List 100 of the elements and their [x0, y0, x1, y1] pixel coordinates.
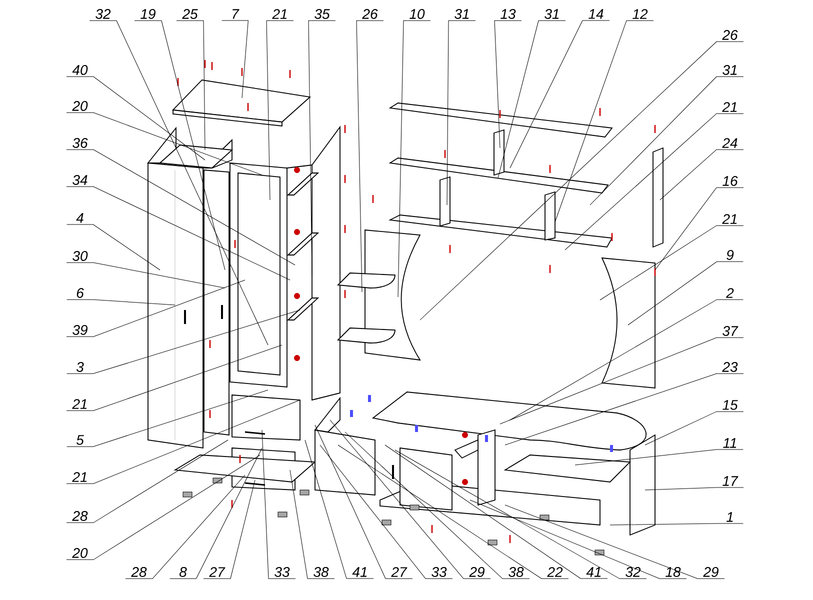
leader-line	[338, 444, 569, 579]
leader-line	[654, 187, 744, 270]
leader-line	[66, 440, 228, 523]
leader-line	[564, 113, 744, 250]
callout-number: 20	[72, 101, 88, 111]
leader-line	[320, 444, 453, 579]
leader-line	[89, 20, 268, 346]
callout-number: 5	[76, 435, 84, 445]
callout-number: 26	[722, 30, 738, 40]
leader-line	[554, 20, 654, 222]
leader-line	[394, 450, 647, 579]
callout-number: 39	[72, 325, 88, 335]
callout-number: 8	[179, 567, 187, 577]
leader-line	[304, 440, 374, 579]
leader-line	[500, 337, 744, 424]
leader-line	[170, 448, 262, 579]
callout-number: 21	[72, 399, 87, 409]
leader-line	[600, 225, 744, 300]
leader-line	[66, 149, 296, 266]
callout-number: 21	[722, 214, 737, 224]
callout-number: 15	[722, 400, 738, 410]
callout-number: 13	[500, 9, 516, 19]
leader-line	[498, 20, 566, 178]
callout-number: 9	[726, 250, 734, 260]
leader-line	[504, 504, 725, 579]
callout-number: 37	[722, 326, 738, 336]
callout-number: 12	[632, 9, 648, 19]
leader-line	[660, 149, 744, 200]
leader-line	[266, 20, 294, 200]
leader-line	[314, 424, 413, 579]
leader-line	[574, 449, 744, 466]
callout-number: 33	[432, 567, 447, 577]
leader-line	[308, 20, 336, 276]
leader-line	[66, 390, 268, 447]
leader-line	[66, 76, 206, 160]
leader-line	[344, 432, 530, 579]
leader-line	[176, 20, 206, 150]
callout-number: 21	[272, 9, 287, 19]
leader-line	[222, 20, 248, 98]
callout-number: 3	[76, 362, 84, 372]
callout-number: 24	[722, 138, 738, 148]
leader-line	[504, 373, 744, 446]
callout-number: 26	[362, 9, 378, 19]
callout-number: 32	[96, 9, 111, 19]
callout-number: 41	[352, 567, 367, 577]
leader-line	[290, 470, 335, 579]
leader-line	[510, 20, 610, 168]
callout-number: 29	[469, 567, 484, 577]
callout-number: 34	[72, 175, 88, 185]
leader-line	[446, 20, 476, 206]
callout-number: 36	[72, 138, 88, 148]
leader-line	[398, 20, 431, 298]
callout-number: 17	[722, 476, 738, 486]
leader-line	[66, 224, 160, 270]
leader-line	[330, 420, 491, 579]
leader-line	[420, 41, 744, 320]
callout-number: 27	[209, 567, 226, 577]
leader-line	[644, 411, 744, 446]
callout-number: 21	[72, 472, 87, 482]
callout-number: 40	[72, 65, 88, 75]
callout-number: 31	[544, 9, 559, 19]
callout-number: 23	[722, 362, 738, 372]
callout-number: 31	[454, 9, 469, 19]
callout-number: 4	[76, 213, 84, 223]
leader-line	[262, 430, 296, 579]
leader-line	[610, 523, 744, 526]
leader-line	[356, 20, 384, 292]
callout-number: 6	[76, 288, 84, 298]
callout-number: 30	[72, 251, 88, 261]
callout-number: 19	[140, 9, 156, 19]
callout-number: 2	[726, 288, 734, 298]
callout-number: 29	[703, 567, 718, 577]
callout-number: 38	[314, 567, 329, 577]
leader-line	[494, 20, 522, 148]
leader-line	[66, 454, 260, 560]
leader-line	[470, 500, 687, 579]
leader-line	[66, 299, 176, 306]
callout-number: 22	[547, 567, 563, 577]
leader-line	[66, 400, 300, 484]
leader-line	[66, 280, 246, 337]
leader-line	[66, 310, 300, 374]
callout-number: 25	[182, 9, 198, 19]
leader-line	[628, 261, 744, 326]
callout-number: 28	[72, 511, 88, 521]
leader-line	[384, 444, 608, 579]
callout-number: 38	[508, 567, 524, 577]
callout-number: 18	[666, 567, 681, 577]
callout-number: 11	[723, 438, 736, 448]
callout-number: 32	[626, 567, 641, 577]
callout-number: 21	[722, 102, 737, 112]
leader-line	[134, 20, 226, 270]
callout-number: 1	[726, 512, 733, 522]
leader-line	[66, 344, 282, 411]
callout-number: 27	[391, 567, 408, 577]
callout-number: 33	[274, 567, 290, 577]
leader-line	[66, 186, 290, 280]
callout-number: 31	[722, 65, 737, 75]
callout-number: 7	[232, 9, 240, 19]
leader-line	[125, 474, 246, 579]
leader-line	[644, 487, 744, 490]
